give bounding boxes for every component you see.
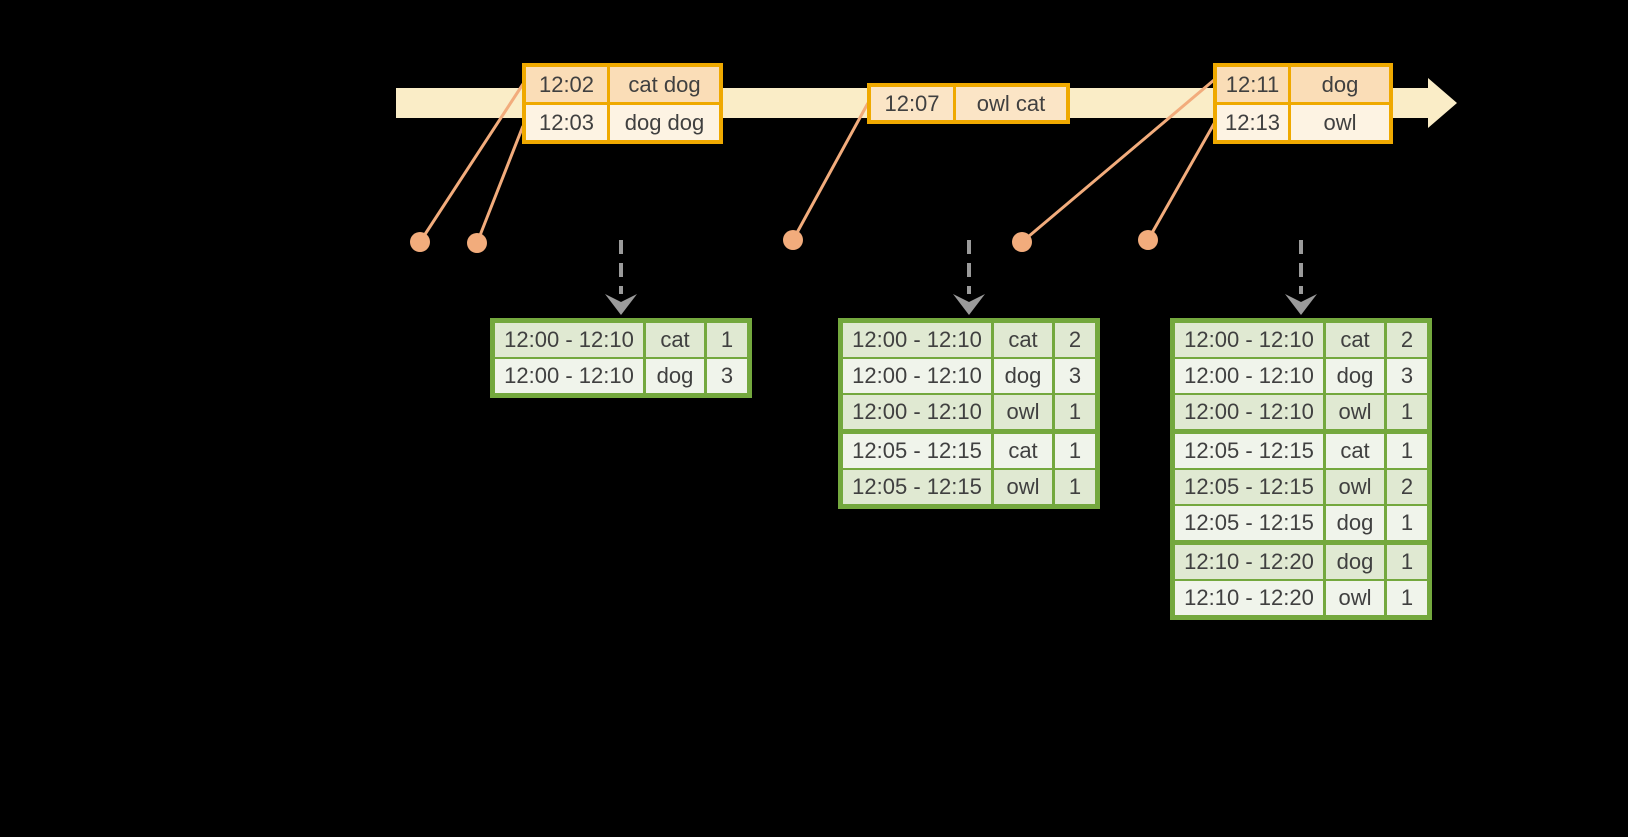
table-row: 12:00 - 12:10 dog 3	[843, 359, 1095, 393]
event-words-cell: owl	[1291, 105, 1389, 140]
word-cell: dog	[1326, 506, 1384, 540]
window-cell: 12:00 - 12:10	[495, 359, 643, 393]
event-dot-icon	[410, 232, 430, 252]
timeline-arrowhead-icon	[1428, 78, 1457, 128]
window-cell: 12:00 - 12:10	[1175, 395, 1323, 429]
word-cell: owl	[994, 395, 1052, 429]
event-dot-icon	[1138, 230, 1158, 250]
table-row: 12:00 - 12:10 cat 2	[843, 323, 1095, 357]
count-cell: 1	[1387, 395, 1427, 429]
count-cell: 3	[1387, 359, 1427, 393]
trigger-arrow-icon	[605, 240, 637, 315]
word-cell: dog	[646, 359, 704, 393]
trigger-arrowhead	[953, 294, 985, 315]
count-cell: 2	[1387, 470, 1427, 504]
window-cell: 12:05 - 12:15	[1175, 506, 1323, 540]
count-cell: 1	[1387, 581, 1427, 615]
result-table-3: 12:00 - 12:10 cat 2 12:00 - 12:10 dog 3 …	[1170, 318, 1432, 620]
word-cell: cat	[994, 323, 1052, 357]
word-cell: cat	[1326, 434, 1384, 468]
window-cell: 12:05 - 12:15	[1175, 470, 1323, 504]
window-cell: 12:05 - 12:15	[1175, 434, 1323, 468]
count-cell: 1	[707, 323, 747, 357]
table-row: 12:05 - 12:15 cat 1	[843, 434, 1095, 468]
word-cell: cat	[994, 434, 1052, 468]
event-dot-icon	[783, 230, 803, 250]
word-cell: owl	[994, 470, 1052, 504]
connector-line	[475, 125, 525, 244]
count-cell: 2	[1387, 323, 1427, 357]
word-cell: owl	[1326, 581, 1384, 615]
count-cell: 1	[1055, 395, 1095, 429]
table-row: 12:00 - 12:10 owl 1	[1175, 395, 1427, 429]
trigger-arrow-icon	[953, 240, 985, 315]
count-cell: 1	[1387, 545, 1427, 579]
count-cell: 1	[1387, 434, 1427, 468]
event-words-cell: owl cat	[956, 87, 1066, 120]
table-row: 12:00 - 12:10 cat 2	[1175, 323, 1427, 357]
table-row: 12:00 - 12:10 owl 1	[843, 395, 1095, 429]
word-cell: dog	[1326, 545, 1384, 579]
window-cell: 12:10 - 12:20	[1175, 545, 1323, 579]
table-row: 12:05 - 12:15 owl 1	[843, 470, 1095, 504]
word-cell: owl	[1326, 395, 1384, 429]
event-table-2: 12:07 owl cat	[867, 83, 1070, 124]
table-row: 12:05 - 12:15 cat 1	[1175, 434, 1427, 468]
table-row: 12:00 - 12:10 dog 3	[495, 359, 747, 393]
table-row: 12:00 - 12:10 dog 3	[1175, 359, 1427, 393]
event-time-cell: 12:11	[1217, 67, 1288, 102]
trigger-arrowhead	[605, 294, 637, 315]
window-cell: 12:00 - 12:10	[1175, 359, 1323, 393]
table-row: 12:00 - 12:10 cat 1	[495, 323, 747, 357]
window-cell: 12:00 - 12:10	[843, 323, 991, 357]
window-cell: 12:00 - 12:10	[843, 359, 991, 393]
event-words-cell: cat dog	[610, 67, 719, 102]
count-cell: 1	[1055, 434, 1095, 468]
event-words-cell: dog dog	[610, 105, 719, 140]
event-dot-icon	[1012, 232, 1032, 252]
count-cell: 1	[1055, 470, 1095, 504]
trigger-arrow-icon	[1285, 240, 1317, 315]
window-cell: 12:10 - 12:20	[1175, 581, 1323, 615]
word-cell: cat	[646, 323, 704, 357]
connector-line	[418, 83, 525, 243]
event-table-1: 12:02 cat dog 12:03 dog dog	[522, 63, 723, 144]
event-time-cell: 12:02	[526, 67, 607, 102]
table-row: 12:10 - 12:20 dog 1	[1175, 545, 1427, 579]
count-cell: 3	[707, 359, 747, 393]
word-cell: dog	[1326, 359, 1384, 393]
event-time-cell: 12:07	[871, 87, 953, 120]
table-row: 12:10 - 12:20 owl 1	[1175, 581, 1427, 615]
window-cell: 12:05 - 12:15	[843, 434, 991, 468]
count-cell: 1	[1387, 506, 1427, 540]
count-cell: 2	[1055, 323, 1095, 357]
connector-line	[1146, 121, 1217, 241]
connector-line	[1021, 78, 1215, 244]
count-cell: 3	[1055, 359, 1095, 393]
window-cell: 12:05 - 12:15	[843, 470, 991, 504]
event-dot-icon	[467, 233, 487, 253]
word-cell: dog	[994, 359, 1052, 393]
table-row: 12:05 - 12:15 dog 1	[1175, 506, 1427, 540]
window-cell: 12:00 - 12:10	[843, 395, 991, 429]
window-cell: 12:00 - 12:10	[1175, 323, 1323, 357]
table-row: 12:05 - 12:15 owl 2	[1175, 470, 1427, 504]
connector-line	[791, 102, 870, 241]
event-time-cell: 12:13	[1217, 105, 1288, 140]
event-table-3: 12:11 dog 12:13 owl	[1213, 63, 1393, 144]
result-table-2: 12:00 - 12:10 cat 2 12:00 - 12:10 dog 3 …	[838, 318, 1100, 509]
result-table-1: 12:00 - 12:10 cat 1 12:00 - 12:10 dog 3	[490, 318, 752, 398]
event-words-cell: dog	[1291, 67, 1389, 102]
trigger-arrowhead	[1285, 294, 1317, 315]
word-cell: owl	[1326, 470, 1384, 504]
window-cell: 12:00 - 12:10	[495, 323, 643, 357]
word-cell: cat	[1326, 323, 1384, 357]
event-time-cell: 12:03	[526, 105, 607, 140]
